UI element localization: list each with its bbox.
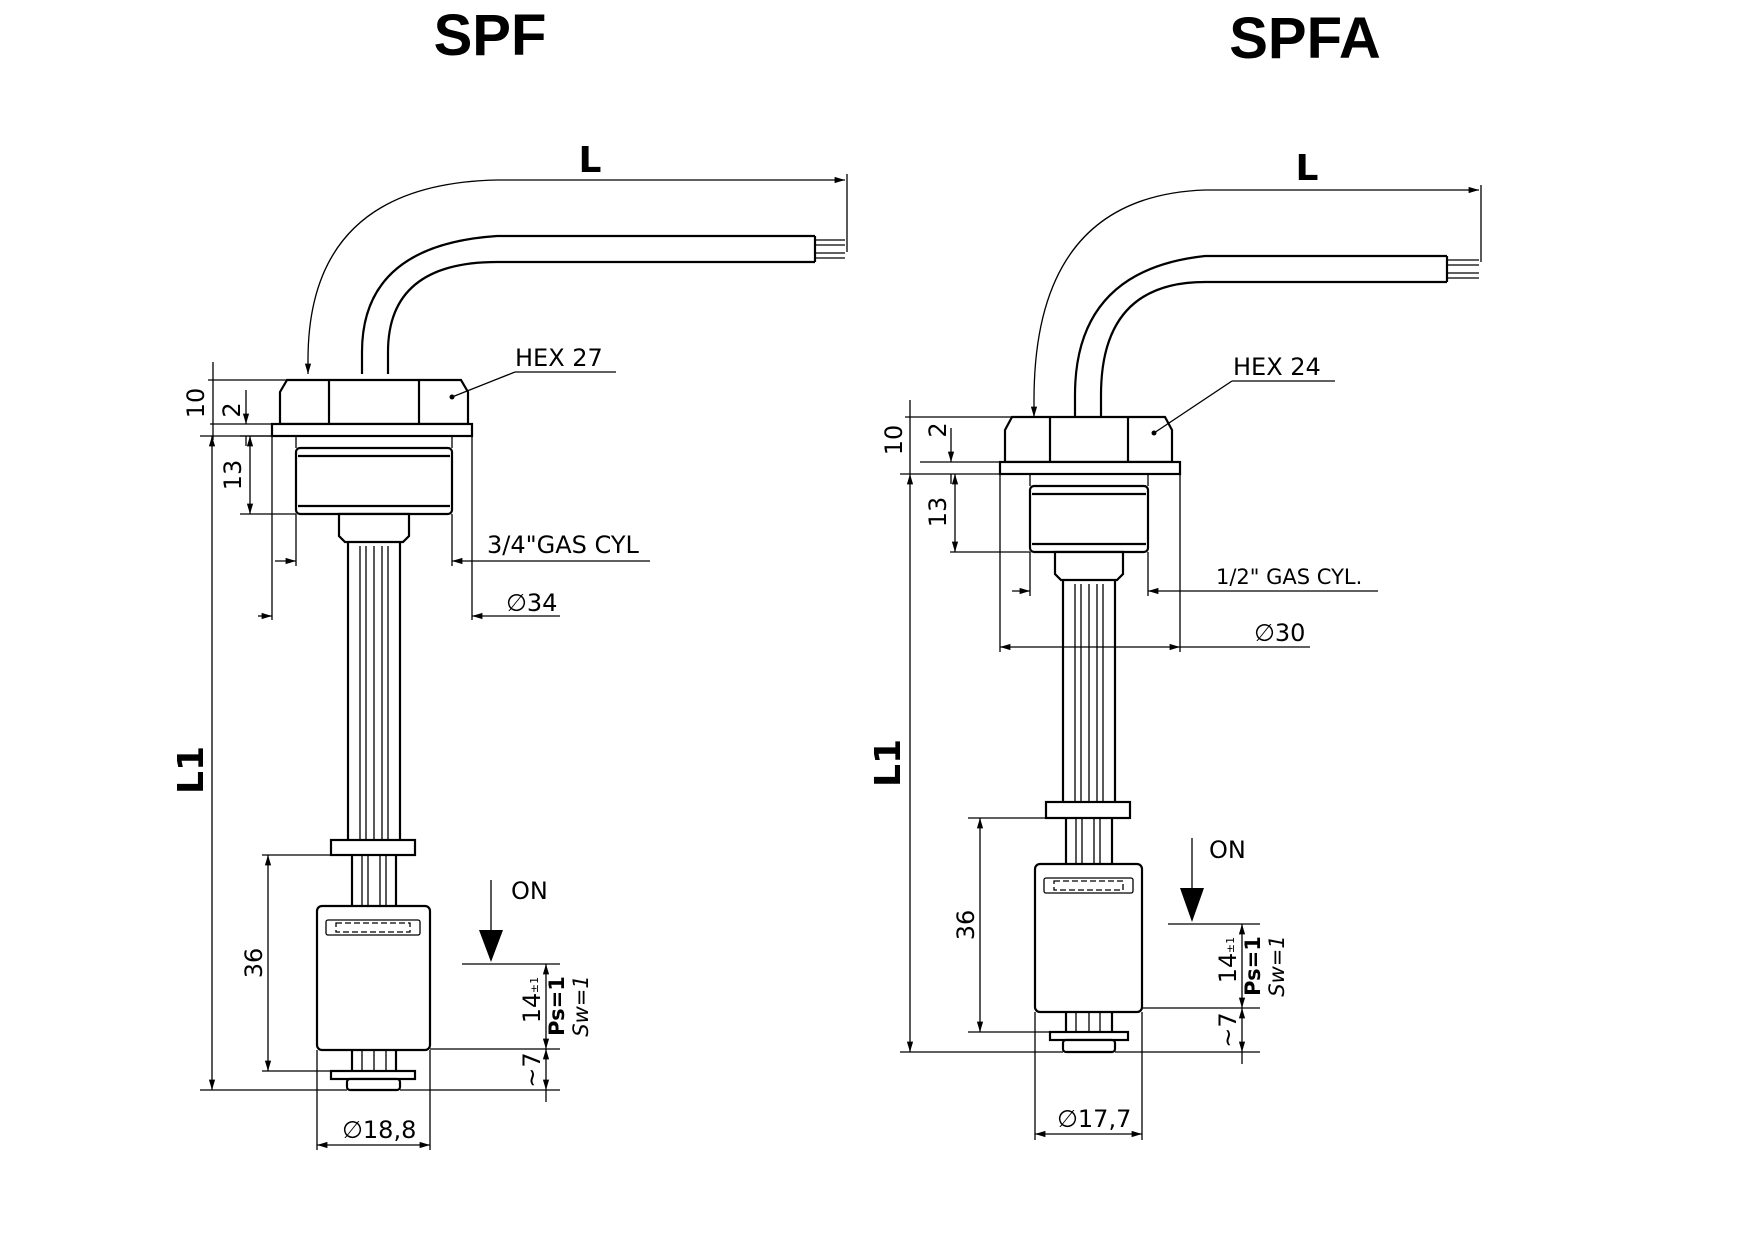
spf-drawing: SPF L HEX 27 [171,3,848,1150]
spfa-dim-13: 13 [924,497,952,528]
spf-float-height-dimension: 36 [240,854,331,1072]
spf-cable [360,234,845,374]
spfa-on-indicator: ON [1168,836,1260,925]
spf-float-diameter-dimension: ∅18,8 [316,1050,431,1150]
spfa-neck [1053,550,1125,582]
spfa-float-diameter-dimension: ∅17,7 [1034,1012,1143,1140]
spf-upper-clip [329,838,417,857]
spfa-length1-label: L1 [868,739,909,787]
spfa-flange [998,460,1182,476]
spf-on-label: ON [511,877,548,905]
spfa-thread [1028,474,1150,554]
spf-flange [270,422,474,438]
spf-dim-14-tolerance: ±1 [528,977,541,993]
spfa-flange-diameter-label: ∅30 [1254,619,1305,647]
spf-dim-10: 10 [182,388,210,419]
spfa-thread-dimension: 1/2" GAS CYL. [1012,552,1378,596]
spf-stem-lower [350,855,398,906]
spfa-upper-clip [1044,800,1132,820]
spfa-thread-label: 1/2" GAS CYL. [1216,565,1362,589]
spfa-length1-dimension: L1 [868,473,1063,1053]
spf-float [315,904,432,1052]
spf-hex-nut: HEX 27 [278,344,616,426]
spf-dim-7: ~7 [518,1052,546,1087]
spfa-stem-lower [1064,818,1114,864]
spf-title: SPF [434,3,547,68]
spfa-ps-label: Ps=1 [1241,936,1265,996]
spfa-dim-14: 14 [1214,953,1242,984]
spf-thread-dimension: 3/4"GAS CYL [275,514,650,566]
spf-bottom-clip [329,1050,417,1092]
spfa-dim-14-tolerance: ±1 [1224,937,1237,953]
spf-on-indicator: ON [462,877,560,965]
spfa-length-label: L [1296,148,1319,189]
spf-hex-label: HEX 27 [515,344,603,372]
spfa-drawing: SPFA L HEX 24 [868,6,1482,1140]
spfa-float-height-dimension: 36 [952,817,1050,1033]
spf-nut-dimensions: 10 2 13 [182,362,296,515]
spfa-sw-label: Sw=1 [1265,935,1289,996]
spf-flange-diameter-dimension: ∅34 [258,436,560,620]
spfa-stem [1061,580,1117,818]
spf-stem [346,542,402,840]
spf-dim-2: 2 [218,402,246,417]
spf-dim-13: 13 [219,460,247,491]
spf-ps-label: Ps=1 [545,976,569,1036]
spfa-dim-10: 10 [880,425,908,456]
spf-neck [337,512,411,544]
spf-length-label: L [579,140,602,181]
spfa-dim-2: 2 [924,422,952,437]
spfa-switch-dimensions: 14 ±1 ~7 Ps=1 Sw=1 [1115,924,1289,1064]
spf-length-dimension: L [304,140,848,374]
spfa-dim-7: ~7 [1214,1012,1242,1047]
spf-length1-label: L1 [171,746,212,794]
spfa-float [1033,862,1144,1014]
spfa-on-label: ON [1209,836,1246,864]
spfa-hex-label: HEX 24 [1233,353,1321,381]
spfa-hex-nut: HEX 24 [1003,353,1335,464]
spf-dim-14: 14 [518,993,546,1024]
spf-flange-diameter-label: ∅34 [506,589,557,617]
spf-float-diameter-label: ∅18,8 [342,1116,416,1144]
spfa-cable [1073,254,1479,417]
spfa-flange-diameter-dimension: ∅30 [999,474,1310,652]
spfa-nut-dimensions: 10 2 13 [880,400,1030,553]
spf-dim-36: 36 [240,948,268,979]
spf-sw-label: Sw=1 [569,975,593,1036]
spfa-bottom-clip [1048,1012,1130,1054]
spf-thread-label: 3/4"GAS CYL [487,531,640,559]
spfa-float-diameter-label: ∅17,7 [1057,1105,1131,1133]
spfa-title: SPFA [1229,6,1381,71]
spfa-dim-36: 36 [952,910,980,941]
spfa-length-dimension: L [1030,148,1482,417]
spf-switch-dimensions: 14 ±1 ~7 Ps=1 Sw=1 [400,964,593,1102]
spf-thread [294,436,454,516]
spf-length1-dimension: L1 [171,435,347,1091]
